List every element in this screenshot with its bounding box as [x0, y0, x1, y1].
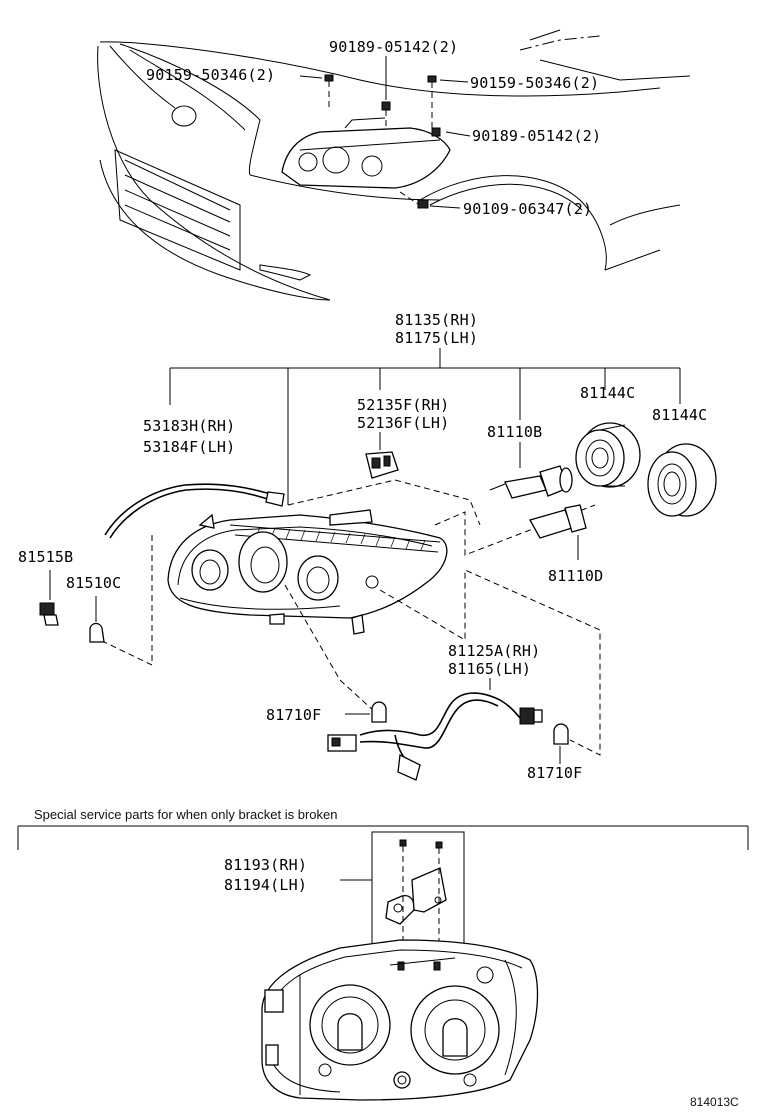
label-bulb-510: 81510C	[66, 574, 121, 592]
bolt-icon	[381, 101, 391, 128]
bulb-socket-icon	[365, 432, 399, 479]
diagram-code: 814013C	[690, 1095, 739, 1109]
label-bulb-d: 81110D	[548, 567, 603, 585]
seal-strip-icon	[104, 483, 285, 539]
label-socket-rh: 52135F(RH)	[357, 396, 449, 414]
screw-icon	[427, 75, 437, 128]
label-wire-lh: 81165(LH)	[448, 660, 531, 678]
car-front-illustration	[97, 29, 691, 301]
label-bulb-710-right: 81710F	[527, 764, 582, 782]
label-socket-lh: 52136F(LH)	[357, 414, 449, 432]
label-wire-rh: 81125A(RH)	[448, 642, 540, 660]
headlamp-rear-view	[261, 939, 539, 1101]
dust-cap-icon	[575, 422, 641, 488]
bolt-icon	[324, 74, 334, 110]
label-bulb-710-left: 81710F	[266, 706, 321, 724]
label-assembly-lh: 81175(LH)	[395, 329, 478, 347]
dust-cap-icon	[647, 443, 717, 517]
label-seal-rh: 53183H(RH)	[143, 417, 235, 435]
label-seal-lh: 53184F(LH)	[143, 438, 235, 456]
special-service-note: Special service parts for when only brac…	[34, 807, 337, 822]
label-bracket-rh: 81193(RH)	[224, 856, 307, 874]
wedge-bulb-icon	[371, 701, 387, 723]
wire-harness-icon	[327, 692, 543, 781]
installed-headlamp	[281, 117, 451, 189]
label-bulb-b: 81110B	[487, 423, 542, 441]
bulb-icon	[529, 504, 587, 560]
label-assembly-rh: 81135(RH)	[395, 311, 478, 329]
socket-icon	[39, 570, 59, 626]
label-cap-1: 81144C	[580, 384, 635, 402]
headlamp-assembly	[167, 509, 448, 635]
label-screw-right: 90159-50346(2)	[470, 74, 599, 92]
label-nut-bottom: 90109-06347(2)	[463, 200, 592, 218]
label-bolt-top: 90189-05142(2)	[329, 38, 458, 56]
label-bolt-mid: 90189-05142(2)	[472, 127, 601, 145]
label-socket-515: 81515B	[18, 548, 73, 566]
bracket-icon	[385, 867, 447, 925]
label-cap-2: 81144C	[652, 406, 707, 424]
label-bracket-lh: 81194(LH)	[224, 876, 307, 894]
wedge-bulb-icon	[89, 596, 105, 643]
bolt-icon	[431, 127, 441, 137]
wedge-bulb-icon	[553, 723, 569, 745]
bulb-icon	[489, 442, 573, 499]
label-screw-left: 90159-50346(2)	[146, 66, 275, 84]
nut-icon	[399, 191, 429, 209]
